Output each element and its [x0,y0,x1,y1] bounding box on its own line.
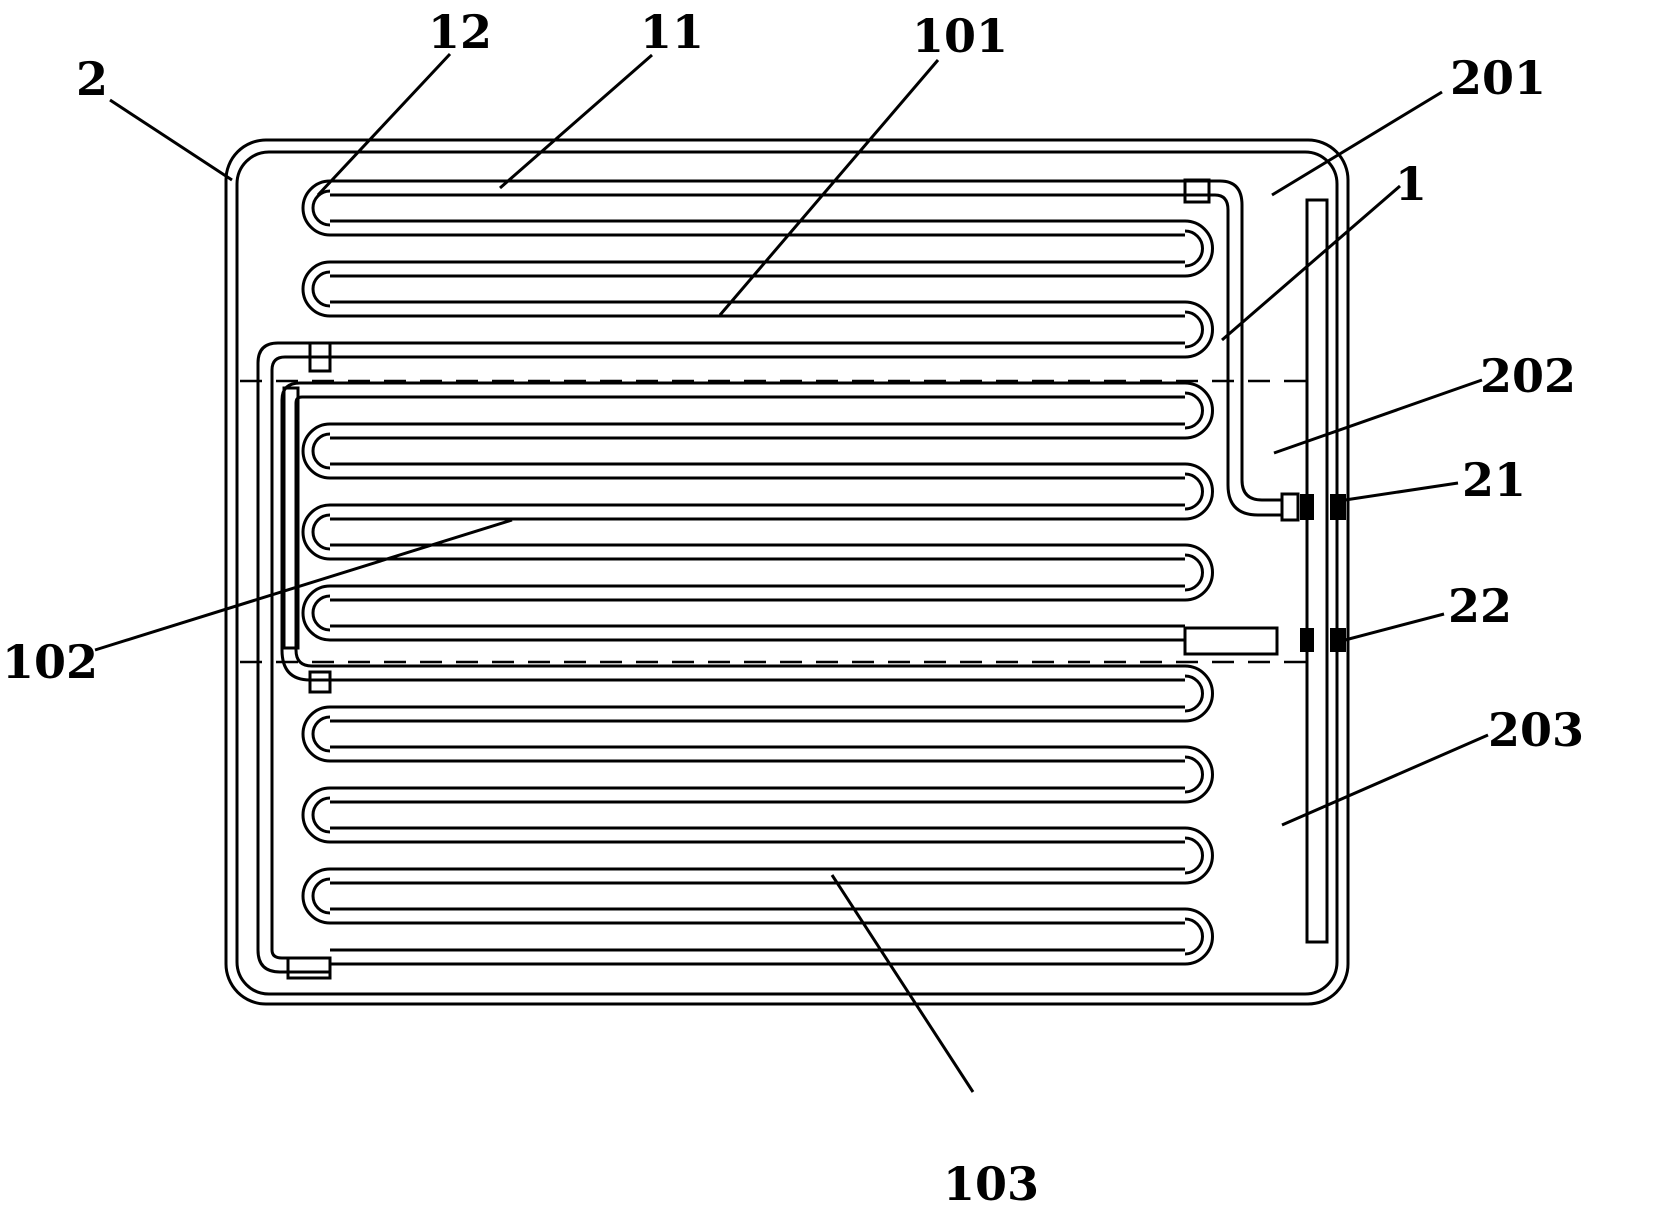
middle-header-outer [280,381,330,682]
middle-header-inner [294,395,330,668]
left-bend-outer [301,503,331,561]
left-bend-outer [301,786,331,844]
right-bend-outer [1184,745,1214,804]
left-bend-inner [311,715,331,753]
leader-section-middle [94,518,513,652]
left-bend-inner [311,594,331,632]
left-bend-inner [311,270,331,308]
left-bend-inner [311,513,331,551]
right-bend-outer [1184,907,1214,966]
label-port-lower: 22 [1448,579,1512,633]
left-bend-outer [301,179,331,237]
coil-pipe-inner [1185,193,1282,517]
right-bend-outer [1184,300,1214,359]
right-bend-outer [1184,664,1214,723]
left-bend-outer [301,867,331,925]
leader-tube [499,53,653,190]
label-port-upper: 21 [1462,453,1526,507]
right-bend-inner [1184,674,1204,713]
right-bend-inner [1184,229,1204,268]
left-bend-inner [311,796,331,834]
leader-port-lower [1344,612,1445,642]
left-bend-outer [301,422,331,480]
left-bend-outer [301,260,331,318]
right-bend-outer [1184,826,1214,885]
right-return-bends [1184,219,1214,966]
port-fitting-upper-inner [1300,494,1314,520]
header-stub-bottom [308,670,332,694]
header-stub-foot [286,956,332,980]
label-section-middle: 102 [2,635,98,689]
left-return-bends [301,179,331,925]
header-stub-top [308,341,332,373]
tube-rows [330,179,1185,966]
divider-plate-body [1305,198,1329,944]
outlet-pipe [1183,626,1279,656]
right-bend-outer [1184,381,1214,440]
left-bend-outer [301,584,331,642]
housing-inner-wall [235,150,1339,996]
header-pipes [256,178,1282,980]
leader-port-upper [1344,481,1459,502]
right-bend-inner [1184,391,1204,430]
leader-housing [109,98,233,182]
leader-lines [94,52,1489,1093]
left-bend-inner [311,432,331,470]
right-bend-inner [1184,472,1204,511]
port-fitting-lower-outer [1330,628,1346,652]
port-nut-upper [1280,492,1300,522]
right-bend-outer [1184,462,1214,521]
left-bend-inner [311,189,331,227]
label-zone-upper: 201 [1450,51,1546,105]
right-bend-outer [1184,219,1214,278]
left-header-inner [270,355,330,960]
label-bend: 12 [428,5,492,59]
coil-pipe-outer [1185,179,1282,502]
label-section-lower: 103 [943,1157,1039,1211]
leader-zone-lower [1281,733,1489,827]
right-bend-inner [1184,553,1204,592]
right-bend-inner [1184,310,1204,349]
label-housing: 2 [76,52,108,106]
middle-header-body [282,386,300,650]
port-connectors [1280,492,1346,652]
leader-bend [316,52,452,197]
right-bend-inner [1184,755,1204,794]
label-tube: 11 [640,5,704,59]
right-bend-inner [1184,917,1204,956]
divider-plate [1305,198,1329,944]
left-bend-outer [301,705,331,763]
housing-outer-wall [224,138,1350,1006]
right-bend-outer [1184,543,1214,602]
port-fitting-lower-inner [1300,628,1314,652]
leader-zone-middle [1273,378,1483,455]
left-header-outer [256,341,330,974]
leader-section-upper [718,59,940,316]
label-zone-lower: 203 [1488,703,1584,757]
port-fitting-upper-outer [1330,494,1346,520]
leader-section-lower [830,874,975,1093]
housing-outline [224,138,1350,1006]
left-bend-inner [311,877,331,915]
leader-coil [1221,184,1401,342]
coil-pipe-stub [1183,178,1211,204]
label-section-upper: 101 [912,9,1008,63]
leader-zone-upper [1271,90,1443,197]
label-coil: 1 [1395,157,1427,211]
right-bend-inner [1184,836,1204,875]
label-zone-middle: 202 [1480,349,1576,403]
